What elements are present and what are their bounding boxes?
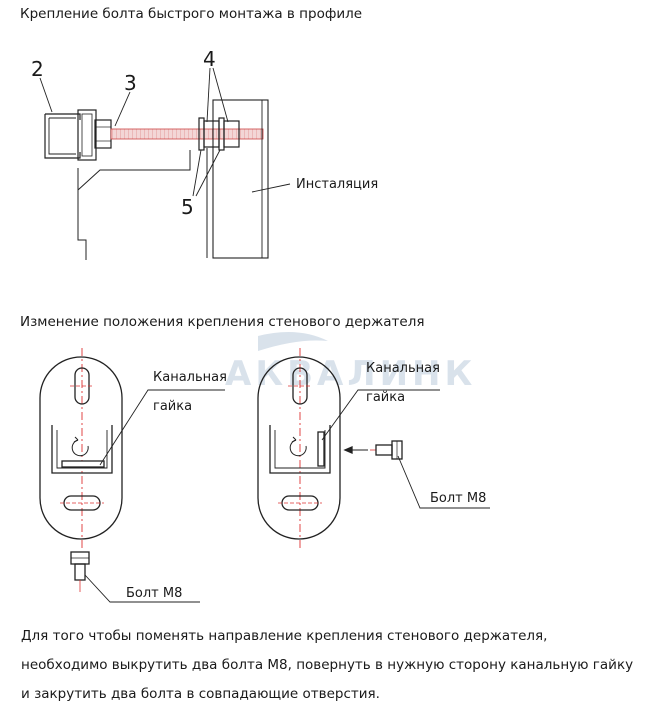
holder-left-nut-label-line2: гайка (153, 399, 192, 414)
holder-right-bolt-label: Болт М8 (430, 491, 486, 506)
callout-3: 3 (124, 71, 137, 95)
callout-5: 5 (181, 195, 194, 219)
holder-left-bolt-label: Болт М8 (126, 586, 182, 601)
holder-left-nut-label-line1: Канальная (153, 370, 227, 385)
holder-right-nut-label-line2: гайка (366, 390, 405, 405)
callout-2: 2 (31, 57, 44, 81)
callout-4: 4 (203, 47, 216, 71)
instructions-caption: Для того чтобы поменять направление креп… (21, 628, 634, 702)
holder-right-nut-label-line1: Канальная (366, 361, 440, 376)
installation-label: Инсталяция (296, 177, 378, 192)
profile-mount-drawing (39, 67, 291, 260)
holder-left-drawing (39, 348, 225, 603)
holder-right-drawing (257, 348, 490, 548)
profile-section-title: Крепление болта быстрого монтажа в профи… (20, 6, 363, 22)
position-section-title: Изменение положения крепления стенового … (20, 314, 425, 330)
